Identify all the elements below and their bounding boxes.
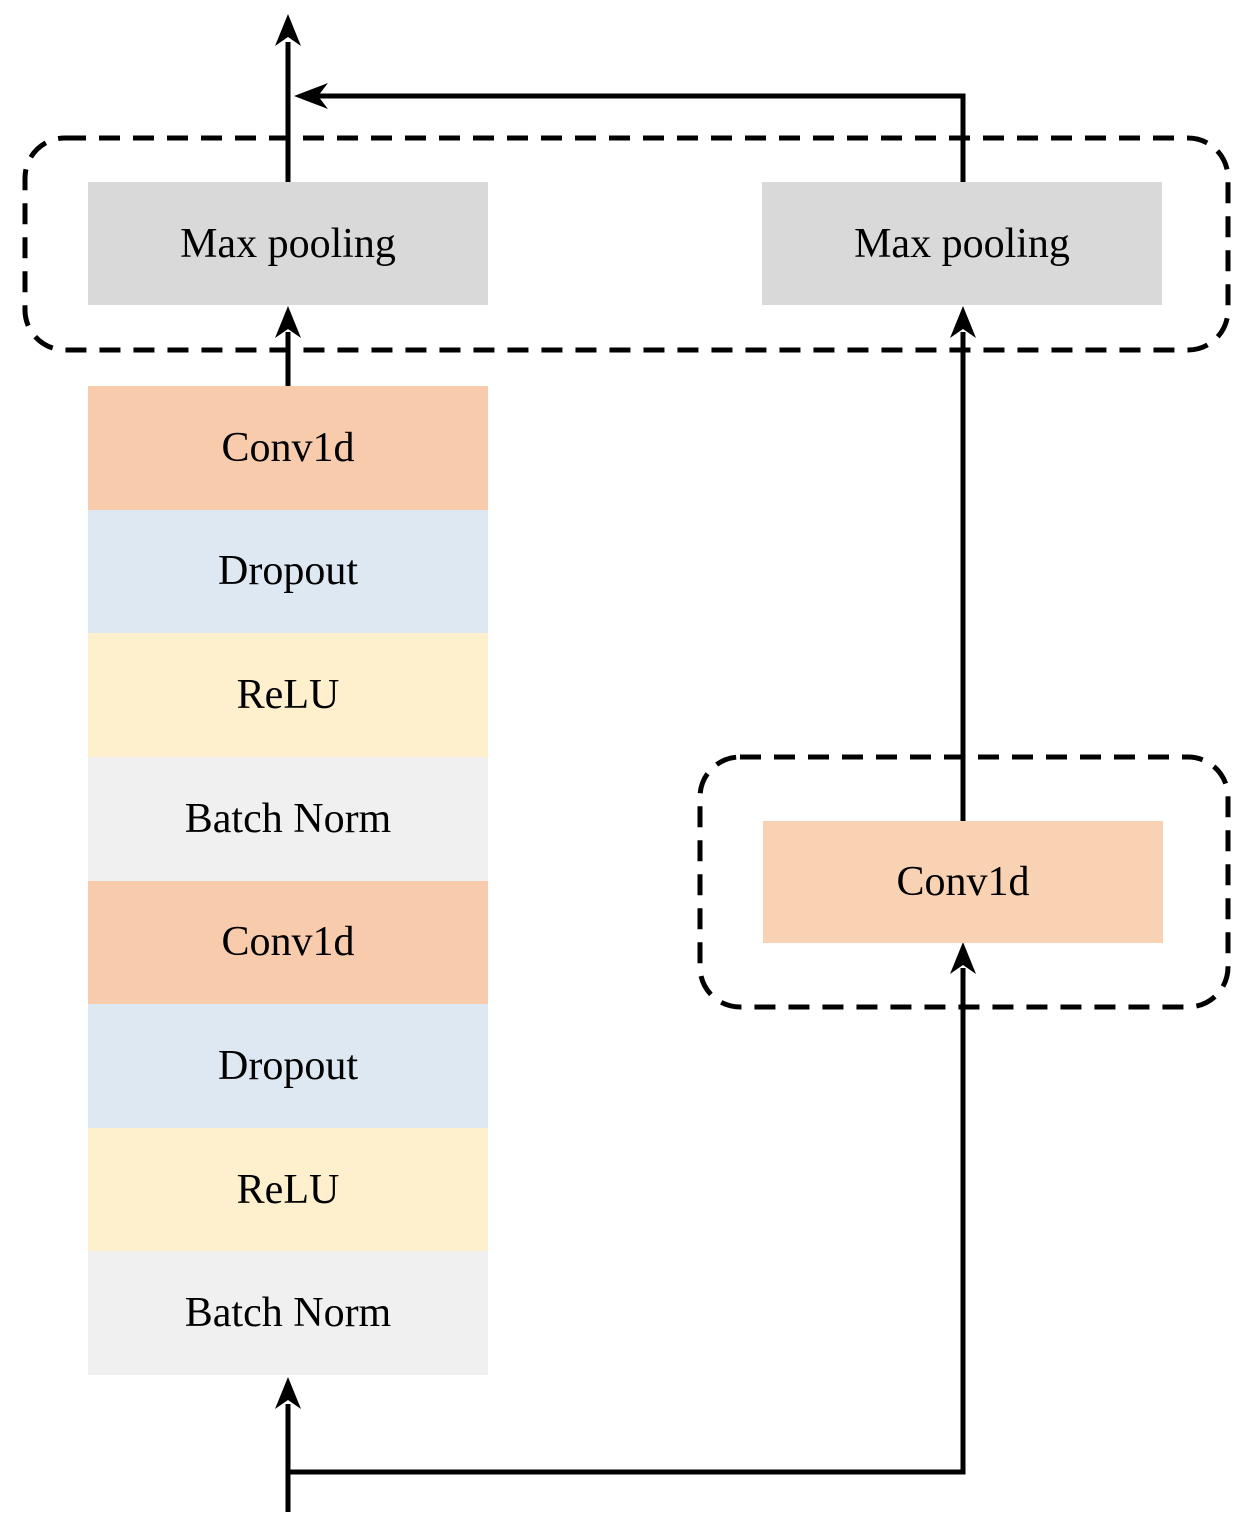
input-arrow — [275, 1377, 301, 1512]
layer-box-conv1d-2: Conv1d — [88, 880, 488, 1005]
shortcut-to-pool-arrow — [950, 306, 976, 821]
layer-box-dropout-1: Dropout — [88, 509, 488, 634]
shortcut-conv1d-box: Conv1d — [763, 821, 1163, 943]
shortcut-to-pool-arrowhead-icon — [950, 306, 976, 338]
merge-arrowhead-icon — [294, 83, 328, 109]
layer-box-batchnorm-2: Batch Norm — [88, 1251, 488, 1375]
branch-arrowhead-icon — [950, 942, 976, 974]
stack-to-pool-arrowhead-icon — [275, 306, 301, 338]
layer-box-dropout-2: Dropout — [88, 1004, 488, 1128]
conv-stack: Conv1d Dropout ReLU Batch Norm Conv1d Dr… — [88, 386, 488, 1375]
residual-merge-connector — [294, 83, 966, 182]
output-arrowhead-icon — [275, 14, 301, 46]
layer-box-batchnorm-1: Batch Norm — [88, 756, 488, 881]
layer-box-relu-2: ReLU — [88, 1127, 488, 1252]
stack-to-pool-arrow — [275, 306, 301, 386]
layer-box-conv1d-1: Conv1d — [88, 386, 488, 510]
input-arrowhead-icon — [275, 1377, 301, 1409]
layer-box-relu-1: ReLU — [88, 633, 488, 757]
max-pooling-left-box: Max pooling — [88, 182, 488, 305]
max-pooling-right-box: Max pooling — [762, 182, 1162, 305]
output-arrow — [275, 14, 301, 182]
